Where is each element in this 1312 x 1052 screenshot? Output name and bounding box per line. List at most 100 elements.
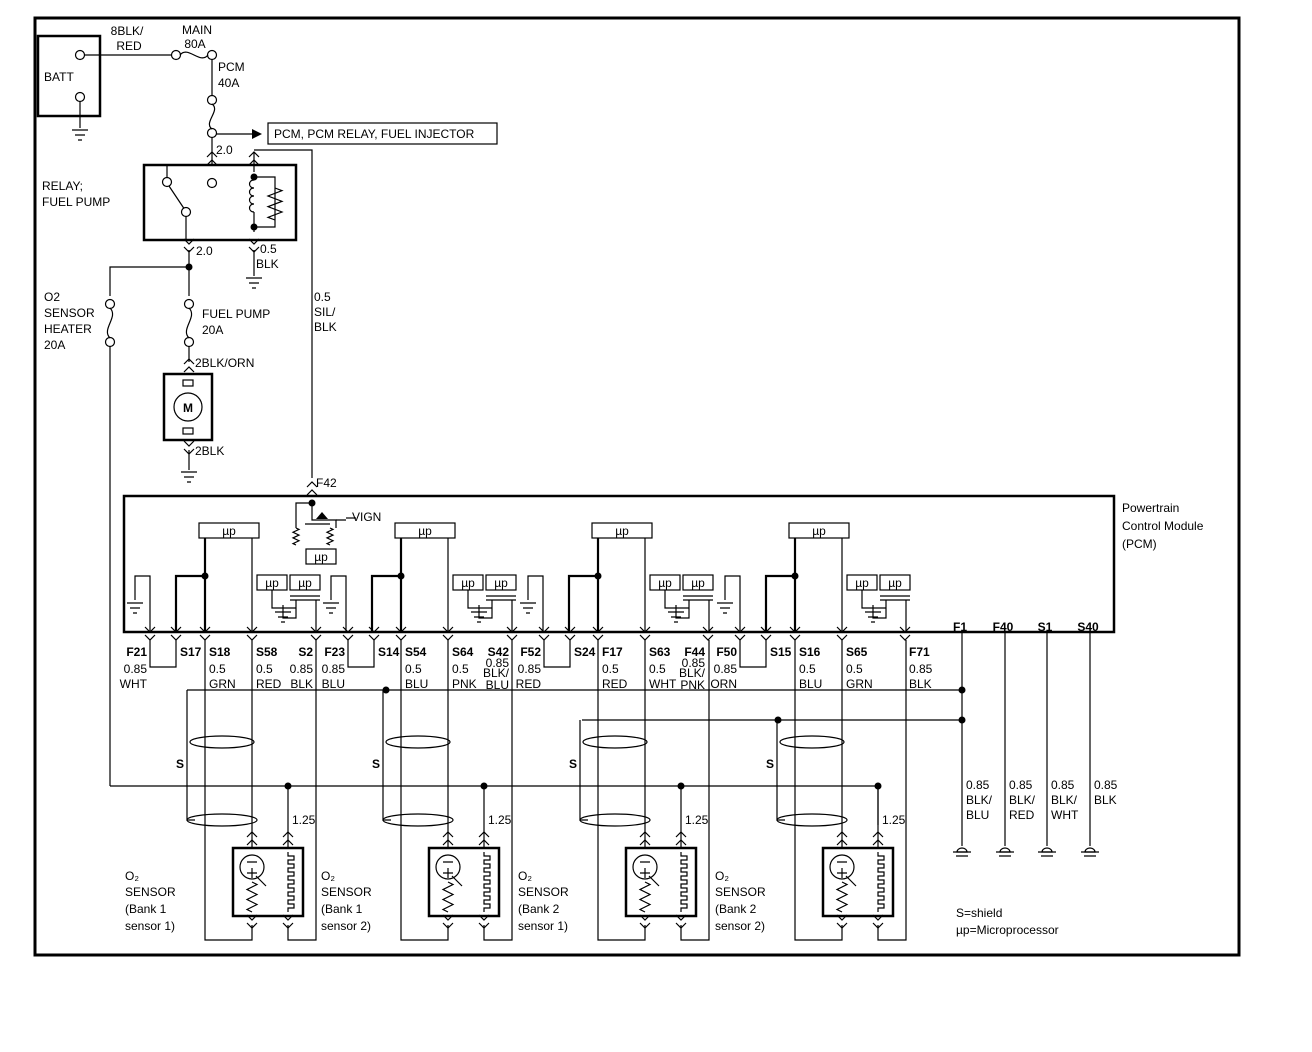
motor-brush xyxy=(182,379,194,387)
ground-icon xyxy=(1081,851,1099,857)
pin-color: BLK/ xyxy=(1009,793,1036,807)
diode-icon xyxy=(316,512,328,519)
wire-label: 8BLK/ xyxy=(111,24,144,38)
shield-label: S xyxy=(766,757,774,771)
connector-icon xyxy=(538,626,550,641)
pin-id-S16: S16 xyxy=(799,645,821,659)
connector-icon xyxy=(836,831,848,846)
wire xyxy=(168,185,186,211)
fuse-icon xyxy=(185,307,193,339)
ground-icon xyxy=(127,602,143,614)
sensor-element-icon xyxy=(829,854,855,880)
pin-id-F21: F21 xyxy=(126,645,147,659)
terminal xyxy=(74,49,86,61)
pin-gauge: 0.5 xyxy=(405,662,422,676)
ground-icon xyxy=(323,602,339,614)
pin-id-F71: F71 xyxy=(909,645,930,659)
wire xyxy=(400,640,449,941)
fuse-label: MAIN xyxy=(182,23,212,37)
wire xyxy=(527,575,544,632)
terminal xyxy=(180,206,192,218)
shield-icon xyxy=(189,735,255,749)
wire xyxy=(764,574,795,632)
sensor-element-icon xyxy=(632,854,658,880)
shield-wire xyxy=(186,690,195,821)
pin-color: GRN xyxy=(846,677,873,691)
pin-color: BLU xyxy=(486,678,509,692)
legend-microprocessor: µp=Microprocessor xyxy=(956,923,1059,937)
pin-color: BLK xyxy=(290,677,313,691)
wire xyxy=(134,575,151,632)
shield-wire xyxy=(776,720,785,821)
pin-id-F44: F44 xyxy=(684,645,705,659)
sensor-type: SENSOR xyxy=(321,885,372,899)
heater-icon xyxy=(877,852,885,912)
sensor-element-icon xyxy=(640,861,660,887)
ground-icon xyxy=(1038,851,1056,857)
wire-loop xyxy=(347,640,375,668)
sensor-element-icon xyxy=(443,861,463,887)
o2-sensor-box xyxy=(821,846,895,918)
wire xyxy=(254,176,276,228)
wire-label: 0.5 xyxy=(314,290,331,304)
wire xyxy=(204,640,253,941)
pin-gauge: 0.5 xyxy=(452,662,469,676)
shield-icon xyxy=(382,813,454,827)
sensor-title: O₂ xyxy=(715,869,729,883)
pin-gauge: 0.85 xyxy=(322,662,346,676)
pin-id-F17: F17 xyxy=(602,645,623,659)
pin-gauge: 0.85 xyxy=(486,656,510,670)
pin-id-S54: S54 xyxy=(405,645,427,659)
pin-gauge: 0.85 xyxy=(966,778,990,792)
pin-color: RED xyxy=(602,677,628,691)
pin-color: BLU xyxy=(966,808,989,822)
sensor-position: sensor 2) xyxy=(321,919,371,933)
pin-id-S64: S64 xyxy=(452,645,474,659)
pin-gauge: 0.5 xyxy=(209,662,226,676)
pin-gauge: 0.85 xyxy=(290,662,314,676)
wire xyxy=(370,574,401,632)
fuse-label: 20A xyxy=(44,338,65,352)
microprocessor-box xyxy=(485,574,517,591)
pin-color: RED xyxy=(256,677,282,691)
connector-icon xyxy=(702,626,714,641)
sensor-position: sensor 2) xyxy=(715,919,765,933)
pin-id-S42: S42 xyxy=(488,645,510,659)
legend-shield: S=shield xyxy=(956,906,1002,920)
fuse-label: FUEL PUMP xyxy=(202,307,270,321)
wire xyxy=(295,502,337,528)
shield-icon xyxy=(385,735,451,749)
pin-color: BLK/ xyxy=(1051,793,1078,807)
microprocessor-label: µp xyxy=(461,576,475,590)
destination-box xyxy=(267,122,498,145)
junction-dot xyxy=(774,716,782,724)
pin-color: RED xyxy=(516,677,542,691)
shield-icon xyxy=(582,735,648,749)
ground-icon xyxy=(275,611,291,623)
fuse-label: 20A xyxy=(202,323,223,337)
microprocessor-label: µp xyxy=(298,576,312,590)
microprocessor-label: µp xyxy=(418,524,432,538)
pin-color: BLK/ xyxy=(966,793,993,807)
sensor-bank: (Bank 1 xyxy=(321,902,363,916)
sensor-element-icon xyxy=(239,854,265,880)
terminal xyxy=(183,298,195,310)
ground-icon xyxy=(181,471,197,483)
pin-color: BLU xyxy=(322,677,345,691)
wire-gauge-label: 2.0 xyxy=(216,143,233,157)
ground-icon xyxy=(520,602,536,614)
heater-gauge-label: 1.25 xyxy=(882,813,906,827)
resistor-icon xyxy=(638,881,652,913)
microprocessor-label: µp xyxy=(494,576,508,590)
pin-id-S40: S40 xyxy=(1077,620,1099,634)
diagram-frame xyxy=(33,16,1241,957)
o2-sensor-box xyxy=(427,846,501,918)
microprocessor-box xyxy=(394,522,456,539)
destination-label: PCM, PCM RELAY, FUEL INJECTOR xyxy=(274,127,475,141)
pin-id-F50: F50 xyxy=(716,645,737,659)
fuse-icon xyxy=(179,51,209,59)
terminal xyxy=(183,336,195,348)
resistor-icon xyxy=(325,527,335,546)
junction-dot xyxy=(382,686,390,694)
